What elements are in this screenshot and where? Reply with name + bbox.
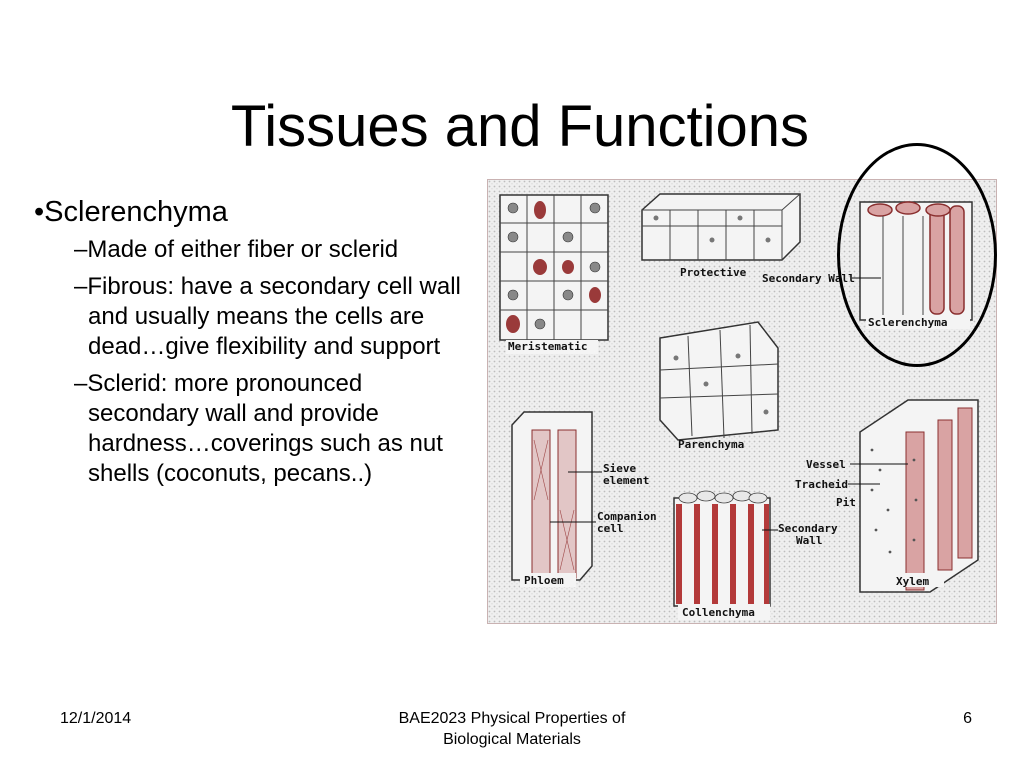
label-protective: Protective [680,266,747,279]
meristematic-drawing: Meristematic [499,194,609,354]
xylem-drawing: Vessel Tracheid Pit Xylem [795,399,979,593]
phloem-drawing: Sieve element Companion cell Phloem [511,411,657,587]
slide-title: Tissues and Functions [230,94,810,159]
label-secondary-wall-bottom-line2: Wall [796,534,823,547]
collenchyma-drawing: Secondary Wall Collenchyma [673,490,838,620]
subpoint-fibrous: –Fibrous: have a secondary cell wall and… [74,273,461,360]
label-xylem: Xylem [896,575,929,588]
subpoint-sclerid: –Sclerid: more pronounced secondary wall… [74,370,443,487]
label-sieve-line1: Sieve [603,462,636,475]
label-phloem: Phloem [524,574,564,587]
label-pit: Pit [836,496,856,509]
subpoint-fiber-or-sclerid: –Made of either fiber or sclerid [74,236,399,263]
label-vessel: Vessel [806,458,846,471]
label-secondary-wall-bottom-line1: Secondary [778,522,838,535]
bullet-sclerenchyma: •Sclerenchyma [34,196,228,228]
label-meristematic: Meristematic [508,340,587,353]
bullet-list: •Sclerenchyma –Made of either fiber or s… [34,195,474,496]
label-tracheid: Tracheid [795,478,848,491]
footer-course-line1: BAE2023 Physical Properties of [398,710,626,727]
footer-course-line2: Biological Materials [443,731,581,748]
label-parenchyma: Parenchyma [678,438,744,451]
parenchyma-drawing: Parenchyma [659,321,779,451]
footer-page-number: 6 [963,710,972,727]
label-companion-line1: Companion [597,510,657,523]
footer-date: 12/1/2014 [60,710,132,727]
protective-drawing: Protective [641,193,801,279]
footer-course: BAE2023 Physical Properties of Biologica… [312,708,712,750]
label-secondary-wall-top: Secondary Wall [762,272,855,285]
label-collenchyma: Collenchyma [682,606,755,619]
label-companion-line2: cell [597,522,624,535]
highlight-circle [837,143,997,367]
label-sieve-line2: element [603,474,649,487]
